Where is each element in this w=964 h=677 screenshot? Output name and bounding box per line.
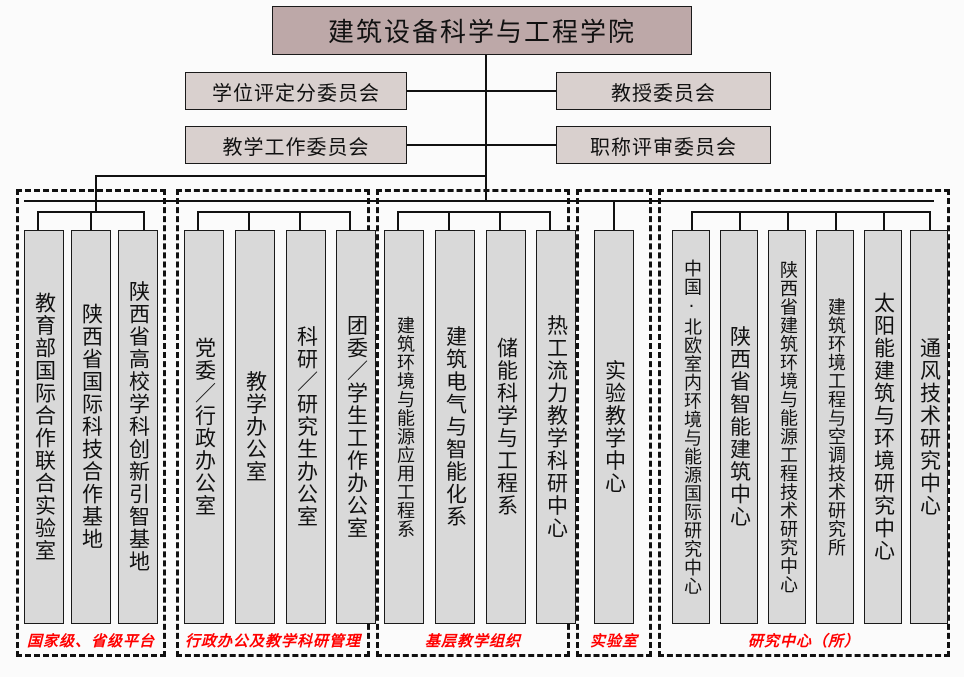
unit-label: 科研／研究生办公室 <box>294 325 319 529</box>
group3-drop-4 <box>549 211 551 231</box>
group-research-centers: 研究中心（所） <box>658 189 950 657</box>
unit-box: 中国·北欧室内环境与能源国际研究中心 <box>672 230 710 624</box>
unit-label: 建筑环境与能源应用工程系 <box>394 316 415 538</box>
unit-box: 建筑环境工程与空调技术研究所 <box>816 230 854 624</box>
group3-drop-2 <box>448 211 450 231</box>
group2-drop-4 <box>349 211 351 231</box>
group-laboratory: 实验室 <box>576 189 652 657</box>
unit-box: 陕西省高校学科创新引智基地 <box>118 230 158 624</box>
group2-drop-3 <box>299 211 301 231</box>
group5-drop-4 <box>835 211 837 231</box>
college-title-box: 建筑设备科学与工程学院 <box>272 6 692 55</box>
group5-bus <box>691 211 931 213</box>
group1-drop-2 <box>90 211 92 231</box>
group-label-grassroots-teaching-organizations: 基层教学组织 <box>424 632 521 650</box>
unit-box: 实验教学中心 <box>594 230 634 624</box>
unit-label: 陕西省高校学科创新引智基地 <box>126 280 151 574</box>
group3-drop-3 <box>499 211 501 231</box>
unit-box: 陕西省国际科技合作基地 <box>71 230 111 624</box>
group5-drop-3 <box>787 211 789 231</box>
unit-label: 建筑电气与智能化系 <box>443 325 468 529</box>
unit-label: 团委／学生工作办公室 <box>344 314 369 540</box>
unit-label: 陕西省智能建筑中心 <box>727 325 752 529</box>
group-label-administration-teaching-research-management: 行政办公及教学科研管理 <box>184 632 361 650</box>
group-label-research-centers: 研究中心（所） <box>747 632 860 650</box>
group1-drop-3 <box>143 211 145 231</box>
connector-committee-row1 <box>406 90 558 92</box>
committee-box-teaching-work: 教学工作委员会 <box>185 126 407 164</box>
group4-drop-1 <box>613 200 615 231</box>
unit-box: 储能科学与工程系 <box>486 230 526 624</box>
unit-label: 陕西省国际科技合作基地 <box>79 303 104 551</box>
group1-drop-1 <box>37 211 39 231</box>
unit-label: 实验教学中心 <box>602 359 627 495</box>
trunk-vertical-main <box>485 55 487 201</box>
distribution-bar <box>24 200 934 202</box>
committee-box-professors: 教授委员会 <box>556 72 771 110</box>
group-label-laboratory: 实验室 <box>589 632 638 650</box>
group2-drop-2 <box>248 211 250 231</box>
unit-label: 太阳能建筑与环境研究中心 <box>871 292 896 562</box>
group-label-national-provincial-platforms: 国家级、省级平台 <box>26 632 155 650</box>
group5-drop-1 <box>691 211 693 231</box>
unit-box: 教学办公室 <box>235 230 275 624</box>
group5-drop-2 <box>739 211 741 231</box>
unit-box: 教育部国际合作联合实验室 <box>24 230 64 624</box>
group-national-provincial-platforms: 国家级、省级平台 <box>16 189 166 657</box>
unit-label: 建筑环境工程与空调技术研究所 <box>825 297 846 557</box>
unit-label: 通风技术研究中心 <box>917 337 942 517</box>
group2-bus <box>197 211 349 213</box>
connector-committee-row2 <box>406 144 558 146</box>
committee-box-title-review: 职称评审委员会 <box>556 126 771 164</box>
unit-box: 通风技术研究中心 <box>910 230 948 624</box>
unit-label: 储能科学与工程系 <box>494 337 519 517</box>
group5-drop-6 <box>929 211 931 231</box>
group3-bus <box>397 211 549 213</box>
unit-label: 教学办公室 <box>243 370 268 484</box>
unit-box: 陕西省智能建筑中心 <box>720 230 758 624</box>
unit-box: 热工流力教学科研中心 <box>536 230 576 624</box>
unit-label: 热工流力教学科研中心 <box>544 314 569 540</box>
unit-label: 中国·北欧室内环境与能源国际研究中心 <box>681 259 702 595</box>
unit-label: 党委／行政办公室 <box>192 337 217 517</box>
unit-box: 陕西省建筑环境与能源工程技术研究中心 <box>768 230 806 624</box>
unit-box: 太阳能建筑与环境研究中心 <box>864 230 902 624</box>
group5-drop-5 <box>883 211 885 231</box>
unit-box: 建筑环境与能源应用工程系 <box>384 230 424 624</box>
unit-box: 团委／学生工作办公室 <box>336 230 376 624</box>
unit-label: 教育部国际合作联合实验室 <box>32 292 57 562</box>
unit-box: 党委／行政办公室 <box>184 230 224 624</box>
committee-box-degree-evaluation: 学位评定分委员会 <box>185 72 407 110</box>
connector-branch-to-group1 <box>95 175 487 177</box>
group3-drop-1 <box>397 211 399 231</box>
group2-drop-1 <box>197 211 199 231</box>
connector-branch-to-group1-drop <box>95 175 97 211</box>
unit-box: 科研／研究生办公室 <box>286 230 326 624</box>
unit-box: 建筑电气与智能化系 <box>435 230 475 624</box>
unit-label: 陕西省建筑环境与能源工程技术研究中心 <box>777 260 798 594</box>
